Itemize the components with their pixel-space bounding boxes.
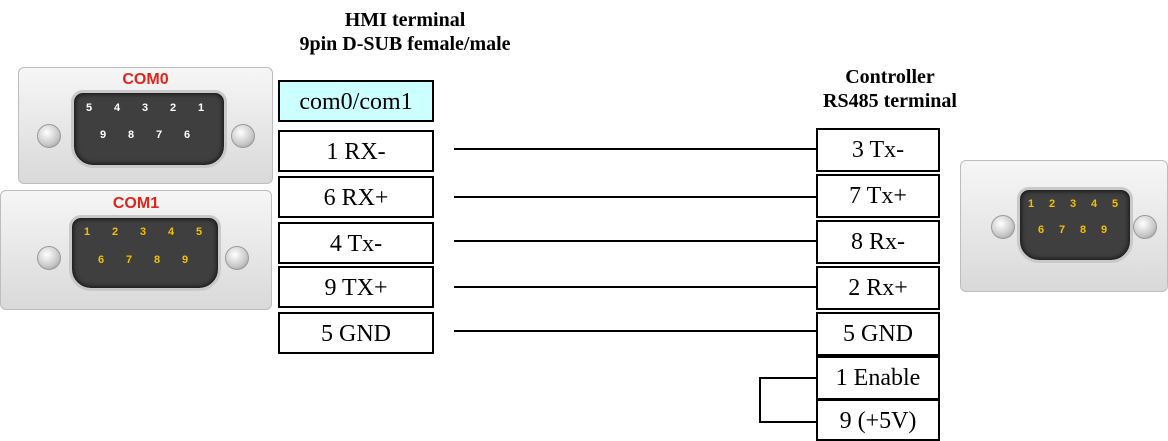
hmi-header-cell: com0/com1 — [278, 80, 434, 122]
controller-title-line2: RS485 terminal — [823, 90, 957, 112]
com1-pin-label: 1 — [84, 226, 91, 238]
hmi-title-line2: 9pin D-SUB female/male — [299, 33, 511, 55]
plug-pin-label: 7 — [1059, 224, 1066, 236]
com0-pin-label: 4 — [114, 102, 121, 114]
jumper-bottom — [759, 421, 816, 423]
jumper-vertical — [759, 377, 761, 423]
com1-pin-label: 2 — [112, 226, 119, 238]
plug-pin-label: 4 — [1091, 198, 1098, 210]
com0-pin-label: 7 — [156, 129, 163, 141]
ctrl-pin-8: 8 Rx- — [816, 220, 940, 264]
controller-title-line1: Controller — [845, 66, 935, 88]
com0-pin-label: 2 — [170, 102, 177, 114]
jumper-top — [759, 377, 816, 379]
com1-connector: COM1 1 2 3 4 5 6 7 8 9 — [0, 190, 272, 310]
plug-pin-label: 5 — [1112, 198, 1119, 210]
ctrl-pin-3: 3 Tx- — [816, 128, 940, 172]
com0-label: COM0 — [122, 71, 169, 88]
wire-rx-plus — [454, 196, 816, 198]
com0-right-screw-icon — [231, 124, 255, 148]
com1-label: COM1 — [112, 195, 160, 212]
com0-pin-label: 6 — [184, 129, 191, 141]
com1-right-screw-icon — [225, 246, 249, 270]
hmi-pin-1: 1 RX- — [278, 130, 434, 172]
com0-pin-label: 9 — [100, 129, 107, 141]
com1-pin-label: 3 — [140, 226, 147, 238]
wire-rx-minus — [454, 148, 816, 150]
com0-pin-label: 5 — [86, 102, 93, 114]
wire-tx-minus — [454, 240, 816, 242]
ctrl-pin-7: 7 Tx+ — [816, 174, 940, 218]
com1-pin-label: 6 — [98, 254, 105, 266]
com1-shell: 1 2 3 4 5 6 7 8 9 — [69, 215, 221, 291]
ctrl-pin-5-gnd: 5 GND — [816, 312, 940, 356]
com1-pin-label: 8 — [154, 254, 161, 266]
ctrl-pin-1-enable: 1 Enable — [816, 356, 940, 400]
com0-pin-label: 8 — [128, 129, 135, 141]
com0-connector: COM0 5 4 3 2 1 9 8 7 6 — [18, 67, 273, 184]
hmi-pin-9: 9 TX+ — [278, 266, 434, 308]
com1-pin-label: 5 — [196, 226, 203, 238]
hmi-title-line1: HMI terminal — [344, 9, 466, 31]
com0-shell: 5 4 3 2 1 9 8 7 6 — [71, 90, 227, 168]
plug-pin-label: 3 — [1070, 198, 1077, 210]
com0-left-screw-icon — [37, 124, 61, 148]
ctrl-pin-2: 2 Rx+ — [816, 266, 940, 310]
wire-gnd — [454, 330, 816, 332]
hmi-pin-5: 5 GND — [278, 312, 434, 354]
hmi-pin-6: 6 RX+ — [278, 176, 434, 218]
controller-heading: Controller RS485 terminal — [770, 65, 1010, 113]
wire-tx-plus — [454, 286, 816, 288]
com1-left-screw-icon — [37, 246, 61, 270]
com0-pin-label: 1 — [198, 102, 205, 114]
com1-pin-label: 7 — [126, 254, 133, 266]
plug-pin-label: 6 — [1038, 224, 1045, 236]
com1-pin-label: 9 — [182, 254, 189, 266]
com1-pin-label: 4 — [168, 226, 175, 238]
plug-shell: 1 2 3 4 5 6 7 8 9 — [1017, 187, 1133, 263]
hmi-pin-4: 4 Tx- — [278, 222, 434, 264]
plug-right-screw-icon — [1133, 215, 1157, 239]
plug-left-screw-icon — [991, 215, 1015, 239]
hmi-heading: HMI terminal 9pin D-SUB female/male — [240, 8, 570, 56]
com0-pin-label: 3 — [142, 102, 149, 114]
ctrl-pin-9-5v: 9 (+5V) — [816, 399, 940, 441]
plug-pin-label: 9 — [1101, 224, 1108, 236]
plug-pin-label: 1 — [1028, 198, 1035, 210]
plug-pin-label: 8 — [1080, 224, 1087, 236]
plug-pin-label: 2 — [1049, 198, 1056, 210]
controller-plug-connector: 1 2 3 4 5 6 7 8 9 — [960, 160, 1168, 292]
